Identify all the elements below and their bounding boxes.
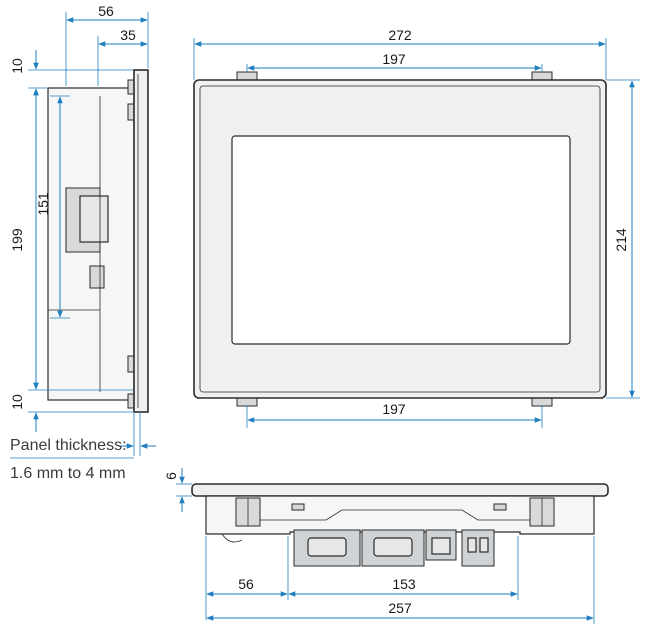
dim-side-inner-height: 151: [35, 192, 51, 216]
bottom-power-terminal: [461, 529, 495, 567]
bottom-serial-port-2: [361, 529, 425, 567]
note-line-2: 1.6 mm to 4 mm: [10, 465, 126, 482]
side-bezel: [133, 69, 149, 413]
dim-bottom-bezel: 6: [163, 472, 179, 480]
front-clip-top-right: [531, 71, 553, 81]
bottom-tab-left: [291, 503, 305, 511]
dim-front-clip-bottom: 197: [382, 401, 406, 417]
front-clip-bottom-right: [531, 397, 553, 407]
side-view: [47, 69, 149, 413]
dim-side-top-margin: 10: [9, 58, 25, 74]
dim-bottom-total-width: 257: [388, 600, 412, 616]
front-view: [193, 71, 607, 407]
dim-side-bottom-margin: 10: [9, 394, 25, 410]
dim-bottom-offset: 56: [238, 576, 254, 592]
dim-side-depth-body: 35: [120, 27, 136, 43]
bottom-dimensions: 6 56 153 257: [163, 468, 595, 624]
dim-side-depth-total: 56: [98, 3, 114, 19]
side-dimensions: 56 35 10 199 151 10: [9, 3, 156, 456]
dim-side-total-height: 199: [9, 228, 25, 252]
dim-front-height: 214: [613, 228, 629, 252]
note-line-1: Panel thickness:: [10, 437, 127, 454]
bottom-view: [191, 483, 609, 567]
side-port: [89, 265, 105, 289]
bottom-bezel: [191, 483, 609, 497]
side-connector-inner: [79, 195, 109, 243]
dim-front-width: 272: [388, 27, 412, 43]
panel-thickness-note: Panel thickness: 1.6 mm to 4 mm: [10, 437, 134, 482]
dim-front-clip-top: 197: [382, 51, 406, 67]
dim-bottom-connector-span: 153: [392, 576, 416, 592]
bottom-tab-right: [493, 503, 507, 511]
front-clip-top-left: [236, 71, 258, 81]
front-clip-bottom-left: [236, 397, 258, 407]
front-screen: [231, 135, 571, 345]
front-dimensions: 272 197 197 214: [193, 27, 640, 428]
